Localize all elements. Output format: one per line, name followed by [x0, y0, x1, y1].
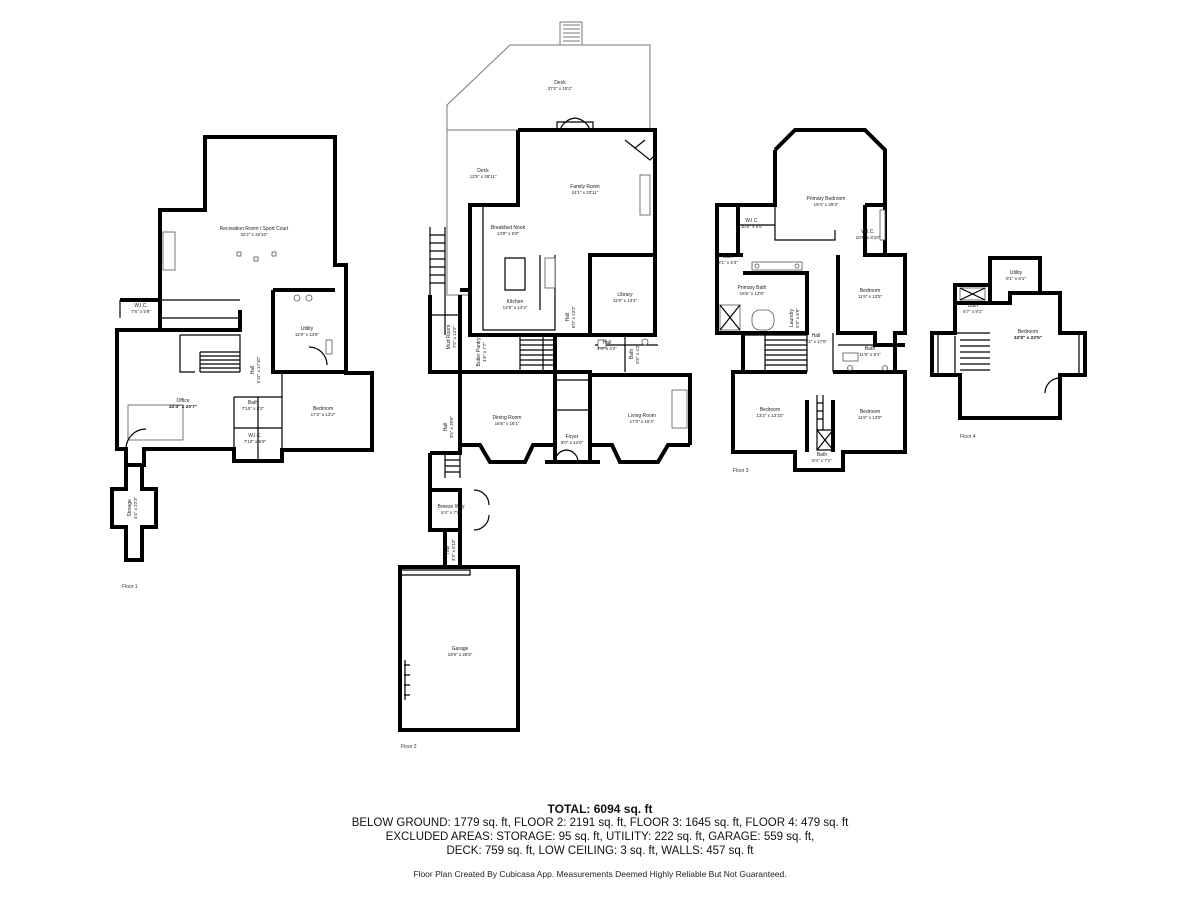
room-utility4-name: Utility: [1010, 270, 1023, 276]
room-bath3-dims: 3'1" x 5'3": [718, 260, 738, 265]
room-bath1-dims: 7'10" x 5'2": [242, 406, 265, 411]
room-storage-name: Storage: [127, 499, 133, 517]
room-family-dims: 24'1" x 23'11": [572, 190, 599, 195]
room-hall4-dims: 3'5" x 20'8": [449, 416, 454, 439]
room-library-dims: 11'8" x 13'4": [613, 298, 638, 303]
room-kitchen-name: Kitchen: [507, 299, 524, 305]
room-bath3-name: Bath: [723, 254, 734, 260]
room-kitchen-dims: 14'8" x 14'3": [503, 305, 528, 310]
room-bath6-dims: 6'7" x 8'1": [963, 309, 983, 314]
room-recreation-name: Recreation Room / Sport Court: [220, 226, 289, 232]
room-deck1-name: Deck: [554, 80, 566, 86]
room-wic1-dims: 7'6" x 5'9": [131, 309, 151, 314]
room-breezeway-dims: 6'4" x 7'0": [441, 510, 461, 515]
room-garage-name: Garage: [452, 646, 469, 652]
room-bedroom4-name: Bedroom: [860, 409, 880, 415]
room-utility4-dims: 8'1" x 6'1": [1006, 276, 1026, 281]
room-wic1-name: W.I.C.: [134, 303, 148, 309]
room-primarybed-dims: 19'4" x 29'3": [814, 202, 839, 207]
room-mudroom-name: Mud Room: [446, 325, 452, 349]
room-living-name: Living Room: [628, 413, 656, 419]
room-wic2-dims: 7'10" x 5'9": [244, 439, 267, 444]
room-utility-dims: 11'9" x 14'9": [295, 332, 320, 337]
floor-plan: Recreation Room / Sport Court 32'2" x 32…: [110, 21, 1087, 750]
room-mudroom-dims: 7'5" x 14'2": [452, 326, 457, 349]
room-bedroom5-dims: 32'5" x 22'5": [1014, 335, 1042, 341]
room-bath5-dims: 8'4" x 7'1": [812, 458, 832, 463]
room-pantry-name: Butler Pantry: [476, 337, 482, 366]
room-bedroom1-dims: 17'2" x 13'2": [311, 412, 336, 417]
total-area: TOTAL: 6094 sq. ft: [547, 802, 653, 816]
room-office-dims: 32'4" x 20'7": [169, 404, 197, 410]
room-bedroom1-name: Bedroom: [313, 406, 333, 412]
room-hall4-name: Hall: [443, 423, 449, 432]
room-laundry-dims: 5'3" x 6'9": [795, 308, 800, 328]
room-garage-dims: 19'8" x 28'5": [448, 652, 473, 657]
room-bedroom3-name: Bedroom: [760, 407, 780, 413]
room-bath2-dims: 5'5" x 4'2": [635, 344, 640, 364]
room-hall6-dims: 7'2" x 17'6": [805, 339, 828, 344]
room-deck2-dims: 12'5" x 28'11": [470, 174, 497, 179]
room-bedroom2-name: Bedroom: [860, 288, 880, 294]
room-deck2-name: Deck: [477, 168, 489, 174]
room-nook-name: Breakfast Nook: [491, 225, 526, 231]
room-recreation-dims: 32'2" x 32'10": [240, 232, 268, 237]
room-bath1-name: Bath: [248, 400, 259, 406]
area-summary: TOTAL: 6094 sq. ft BELOW GROUND: 1779 sq…: [0, 802, 1200, 858]
room-breezeway-name: Breeze Way: [437, 504, 465, 510]
room-living-dims: 17'0" x 16'4": [630, 419, 655, 424]
room-nook-dims: 13'9" x 6'0": [497, 231, 520, 236]
room-primarybath-dims: 15'5" x 12'9": [740, 291, 765, 296]
room-hall1-dims: 5'11" x 17'10": [256, 356, 261, 383]
room-pantry-dims: 4'6" x 7'7": [482, 342, 487, 362]
room-wic2-name: W.I.C.: [248, 433, 262, 439]
room-hall1-name: Hall: [250, 366, 256, 375]
room-bedroom3-dims: 13'2" x 13'10": [756, 413, 784, 418]
room-hall5-name: Hall: [445, 546, 451, 555]
floor-1-plan: Recreation Room / Sport Court 32'2" x 32…: [110, 135, 374, 590]
room-primarybed-name: Primary Bedroom: [807, 196, 846, 202]
floor-4-label: Floor 4: [960, 434, 976, 440]
floor-2-plan: Deck 37'2" x 15'2" Deck 12'5" x 28'11" F…: [398, 21, 692, 750]
room-dining-dims: 16'6" x 16'1": [495, 421, 520, 426]
room-bedroom4-dims: 11'6" x 13'9": [858, 415, 883, 420]
room-wic4-dims: 10'6" x 8'10": [856, 235, 881, 240]
room-bath2-name: Bath: [629, 349, 635, 360]
room-dining-name: Dining Room: [493, 415, 522, 421]
area-line-1: BELOW GROUND: 1779 sq. ft, FLOOR 2: 2191…: [351, 817, 849, 829]
room-office-name: Office: [177, 398, 190, 404]
room-foyer-dims: 8'0" x 14'0": [561, 440, 584, 445]
room-wic3-dims: 10'0" x 9'5": [741, 224, 764, 229]
room-bath5-name: Bath: [817, 452, 828, 458]
room-storage-dims: 4'4" x 23'3": [133, 497, 138, 520]
room-primarybath-name: Primary Bath: [738, 285, 767, 291]
floor-1-label: Floor 1: [122, 584, 138, 590]
room-wic4-name: W.I.C.: [861, 229, 875, 235]
room-bedroom5-name: Bedroom: [1018, 329, 1038, 335]
room-bath4-name: Bath: [865, 346, 876, 352]
room-family-name: Family Room: [570, 184, 599, 190]
room-hall6-name: Hall: [812, 333, 821, 339]
area-line-3: DECK: 759 sq. ft, LOW CEILING: 3 sq. ft,…: [446, 845, 754, 857]
floor-2-label: Floor 2: [401, 744, 417, 750]
room-foyer-name: Foyer: [566, 434, 579, 440]
room-deck1-dims: 37'2" x 15'2": [548, 86, 573, 91]
room-laundry-name: Laundry: [789, 308, 795, 327]
floor-3-plan: Primary Bedroom 19'4" x 29'3" W.I.C. 10'…: [715, 128, 907, 474]
room-hall2-dims: 6'0" x 23'2": [571, 306, 576, 329]
credit-note: Floor Plan Created By Cubicasa App. Meas…: [413, 869, 787, 879]
room-utility-name: Utility: [301, 326, 314, 332]
floor-3-label: Floor 3: [733, 468, 749, 474]
room-library-name: Library: [617, 292, 633, 298]
room-hall3-dims: 4'4" x 4'2": [597, 346, 617, 351]
area-line-2: EXCLUDED AREAS: STORAGE: 95 sq. ft, UTIL…: [385, 831, 815, 843]
room-wic3-name: W.I.C.: [745, 218, 759, 224]
floor-4-plan: Utility 8'1" x 6'1" Bath 6'7" x 8'1" Bed…: [930, 256, 1087, 440]
room-bedroom2-dims: 11'6" x 12'5": [858, 294, 883, 299]
room-bath4-dims: 11'6" x 8'1": [859, 352, 881, 357]
room-hall2-name: Hall: [565, 313, 571, 322]
room-bath6-name: Bath: [968, 303, 979, 309]
room-hall5-dims: 3'3" x 6'10": [451, 539, 456, 562]
room-hall3-name: Hall: [603, 340, 612, 346]
